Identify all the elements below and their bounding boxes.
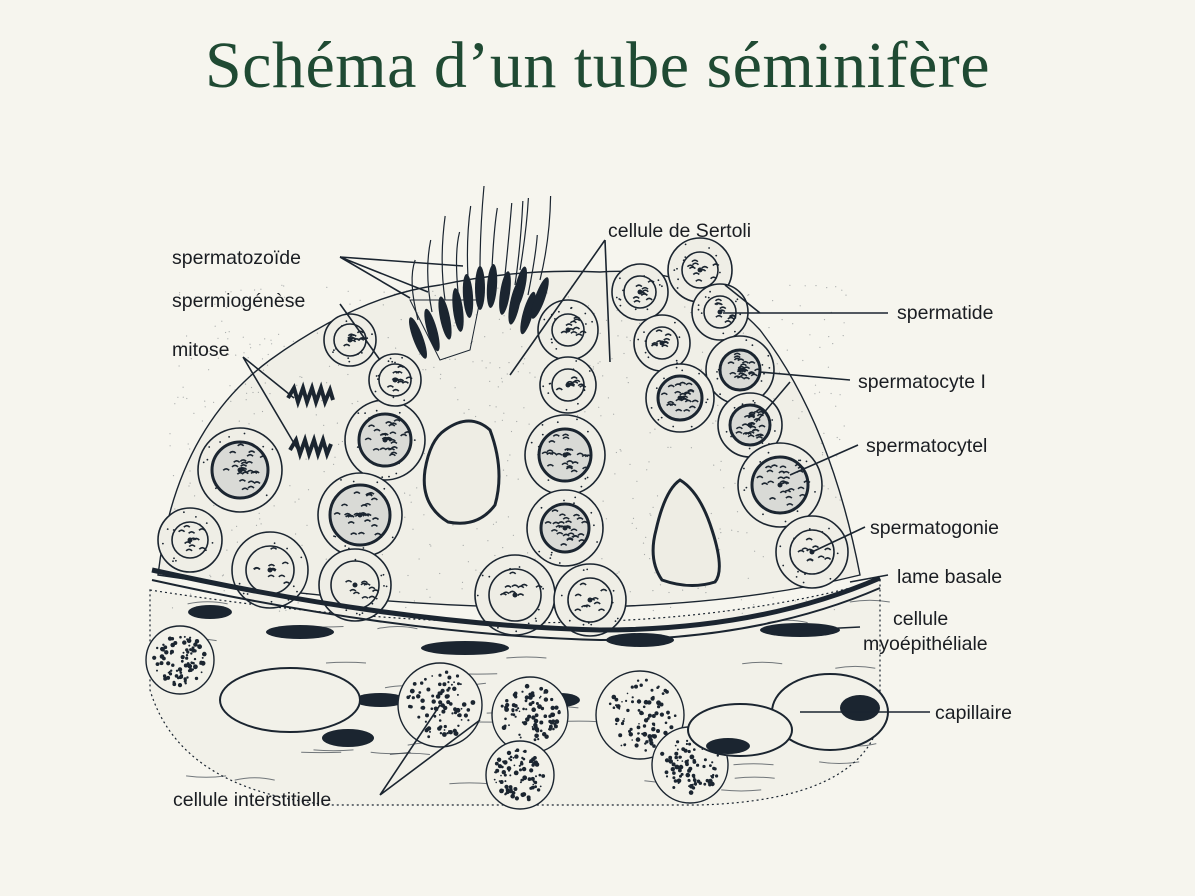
- germ-cell: [539, 356, 597, 414]
- label-spermiogenese: spermiogénèse: [172, 290, 305, 312]
- red-blood-cell: [840, 695, 880, 721]
- leader-spermatogonie: [811, 526, 866, 553]
- label-spermatocyte1: spermatocyte I: [858, 371, 986, 393]
- germ-cell: [633, 314, 691, 372]
- germ-cell: [323, 313, 377, 367]
- germ-cell: [197, 427, 283, 513]
- leader-spermatide: [723, 284, 888, 314]
- spermatozoon: [475, 185, 485, 310]
- spermatozoon: [438, 215, 452, 340]
- spermatozoon: [513, 197, 529, 310]
- germ-cell: [157, 507, 223, 573]
- interstitial-cell: [491, 676, 569, 754]
- leader-lines: [242, 239, 930, 796]
- spermatozoon: [531, 195, 552, 319]
- spermatozoa: [408, 185, 552, 361]
- leader-spermatocyte1: [755, 371, 851, 423]
- sertoli-nucleus: [422, 419, 501, 525]
- spermatozoon: [424, 239, 440, 352]
- label-lame-basale: lame basale: [897, 566, 1002, 588]
- germ-cell: [526, 489, 604, 567]
- germ-cell: [717, 392, 783, 458]
- label-spermatogonie: spermatogonie: [870, 517, 999, 539]
- label-capillaire: capillaire: [935, 702, 1012, 724]
- red-blood-cell: [322, 729, 374, 747]
- spermatozoon: [486, 207, 498, 308]
- germ-cell: [691, 283, 749, 341]
- leader-interstitielle: [379, 704, 481, 796]
- germ-cell: [737, 442, 823, 528]
- germ-cells: [157, 237, 849, 637]
- sertoli-nucleus: [651, 478, 721, 587]
- label-myo-line2: myoépithéliale: [863, 633, 988, 655]
- sertoli-cells: [422, 419, 721, 587]
- label-spermatozoide: spermatozoïde: [172, 247, 301, 269]
- interstitial-cell: [485, 740, 555, 810]
- basal-lamina: [151, 567, 881, 642]
- germ-cell: [645, 363, 715, 433]
- leader-spermatozoide: [339, 256, 464, 299]
- spermatozoon: [520, 234, 538, 335]
- mitosis-chromosomes: [286, 381, 335, 409]
- label-mitose: mitose: [172, 339, 229, 361]
- mitosis-chromosomes: [288, 433, 333, 461]
- germ-cell: [524, 414, 606, 496]
- germ-cell: [317, 472, 403, 558]
- interstitial-cell: [651, 726, 729, 804]
- leader-myo: [799, 626, 861, 631]
- leader-sertoli: [509, 239, 611, 376]
- myoid-cell: [421, 641, 509, 655]
- myoid-cell: [188, 605, 232, 619]
- mitosis-figures: [286, 381, 335, 461]
- label-myo-line1: cellule: [893, 608, 948, 630]
- labels: spermatozoïde spermiogénèse mitose cellu…: [172, 220, 1012, 811]
- germ-cell: [553, 563, 627, 637]
- germ-cell: [611, 263, 669, 321]
- spermatozoon: [462, 205, 474, 318]
- capillary: [219, 667, 361, 733]
- myoid-cell: [354, 693, 406, 707]
- interstitial-cells: [145, 625, 729, 810]
- interstitial-cell: [145, 625, 215, 695]
- leader-mitose: [242, 356, 299, 451]
- page-title: Schéma d’un tube séminifère: [204, 29, 991, 102]
- germ-cell: [344, 399, 426, 481]
- myoid-cell: [606, 633, 674, 647]
- red-blood-cell: [706, 738, 750, 754]
- label-interstitielle: cellule interstitielle: [173, 789, 331, 811]
- spermatozoon: [499, 202, 513, 315]
- label-sertoli: cellule de Sertoli: [608, 220, 751, 242]
- label-spermatide: spermatide: [897, 302, 993, 324]
- leader-spermatocyte2: [789, 444, 859, 476]
- germ-cell: [537, 299, 599, 361]
- myoid-cell: [266, 625, 334, 639]
- leader-spermiogenese: [339, 303, 381, 361]
- germ-cell: [368, 353, 422, 407]
- spermatozoon: [452, 231, 464, 332]
- label-spermatocyte2: spermatocytel: [866, 435, 987, 457]
- leader-lame-basale: [849, 574, 889, 583]
